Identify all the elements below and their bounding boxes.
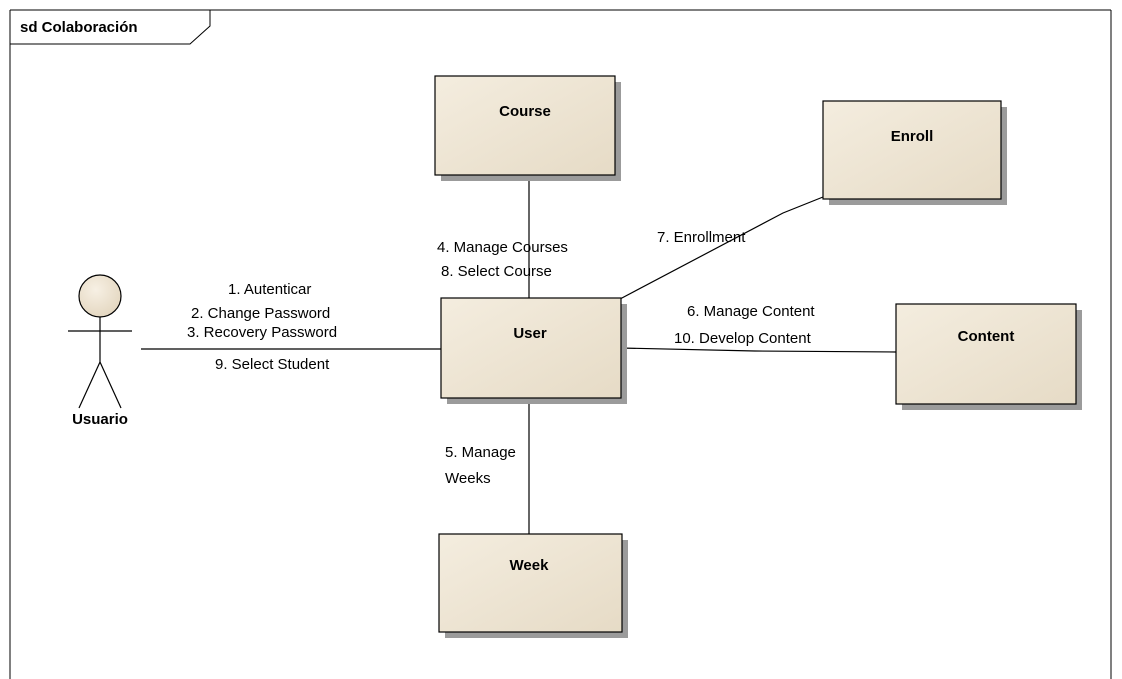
message-5-line1: 5. Manage (445, 444, 516, 461)
object-enroll[interactable]: Enroll (822, 100, 1007, 205)
message-5-line2: Weeks (445, 470, 491, 487)
link-enroll-user (619, 196, 824, 300)
frame-title: sd Colaboración (20, 19, 138, 36)
message-6: 6. Manage Content (687, 303, 815, 320)
message-4: 4. Manage Courses (437, 239, 568, 256)
message-7: 7. Enrollment (657, 229, 746, 246)
connectors (141, 175, 897, 534)
user-label: User (513, 325, 547, 342)
week-label: Week (510, 557, 550, 574)
message-9: 9. Select Student (215, 356, 330, 373)
message-1: 1. Autenticar (228, 281, 311, 298)
messages: 1. Autenticar 2. Change Password 3. Reco… (187, 229, 815, 487)
actor-usuario[interactable]: Usuario (68, 274, 132, 428)
object-user[interactable]: User (440, 297, 627, 404)
actor-head-icon (78, 274, 122, 318)
diagram-frame: sd Colaboración (9, 9, 1112, 679)
enroll-label: Enroll (891, 128, 934, 145)
object-course[interactable]: Course (434, 75, 621, 181)
course-label: Course (499, 103, 551, 120)
message-3: 3. Recovery Password (187, 324, 337, 341)
message-2: 2. Change Password (191, 305, 330, 322)
object-content[interactable]: Content (895, 303, 1082, 410)
content-label: Content (958, 328, 1015, 345)
object-week[interactable]: Week (438, 533, 628, 638)
link-content-user (619, 347, 897, 353)
message-10: 10. Develop Content (674, 330, 812, 347)
message-8: 8. Select Course (441, 263, 552, 280)
actor-name: Usuario (72, 411, 128, 428)
